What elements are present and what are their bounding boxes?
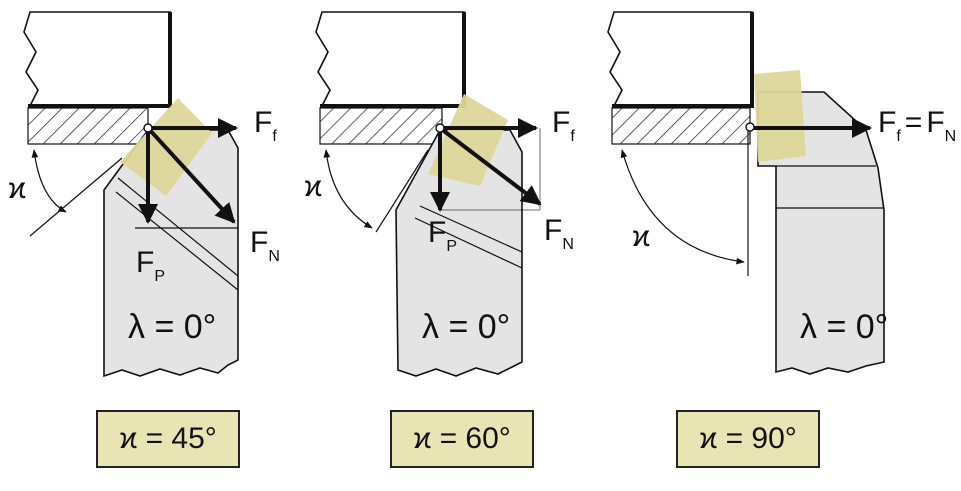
angle-symbol-1: ϰ [8,172,26,205]
panel-1: ϰ Ff FN FP λ = 0° [8,11,280,378]
force-passive-label-2: FP [428,216,457,255]
inclination-label-2: λ = 0° [422,308,510,346]
force-normal-label-2: FN [544,214,574,253]
caption-text-1: ϰ = 45° [119,422,217,455]
force-normal-label-1: FN [250,226,280,265]
panel-3: ϰ Ff=FN λ = 0° [607,11,956,375]
insert-3 [754,70,806,162]
workpiece-3 [607,11,753,107]
force-normal-arrow-2 [438,126,542,206]
inclination-label-1: λ = 0° [128,308,216,346]
force-feed-label-2: Ff [552,106,575,145]
angle-symbol-2: ϰ [304,170,322,203]
caption-text-3: ϰ = 90° [699,422,797,455]
chip-layer-2 [319,107,443,145]
force-equal-label-3: Ff=FN [878,106,956,145]
tool-body-2 [395,129,523,377]
caption-box-3: ϰ = 90° [676,410,820,468]
caption-text-2: ϰ = 60° [413,422,511,455]
inclination-label-3: λ = 0° [800,308,888,346]
tool-body-3 [757,91,885,375]
force-passive-label-1: FP [136,246,165,285]
workpiece-1 [23,11,171,107]
force-feed-label-1: Ff [254,106,277,145]
caption-box-2: ϰ = 60° [390,410,534,468]
chip-layer-1 [27,107,149,145]
caption-box-1: ϰ = 45° [96,410,240,468]
force-normal-arrow-1 [146,126,236,224]
panel-2: ϰ Ff FN FP λ = 0° [304,11,575,377]
workpiece-2 [315,11,465,107]
angle-symbol-3: ϰ [632,220,650,253]
chip-layer-3 [611,107,751,145]
